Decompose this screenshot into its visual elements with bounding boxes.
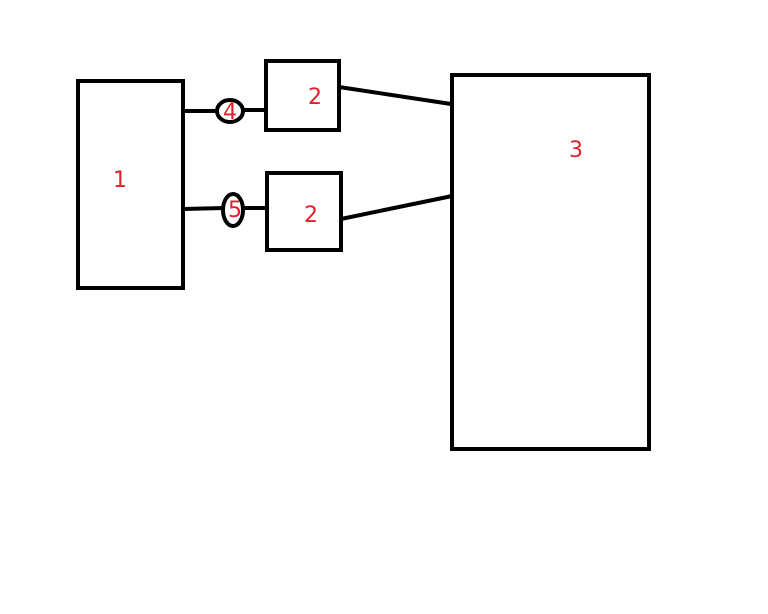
wire-box2-bottom-box3 bbox=[340, 193, 458, 221]
label-box-3: 3 bbox=[569, 138, 583, 163]
ring-5 bbox=[221, 192, 245, 228]
box-1 bbox=[76, 79, 185, 290]
label-box-1: 1 bbox=[113, 168, 127, 193]
label-box-2-bottom: 2 bbox=[304, 203, 318, 228]
box-2-top bbox=[264, 59, 341, 132]
box-3 bbox=[450, 73, 651, 451]
label-ring-4: 4 bbox=[223, 100, 237, 125]
ring-4 bbox=[215, 98, 245, 124]
label-box-2-top: 2 bbox=[308, 85, 322, 110]
wire-box1-ring5 bbox=[182, 206, 225, 211]
box-2-bottom bbox=[265, 171, 343, 252]
label-ring-5: 5 bbox=[228, 198, 242, 223]
wire-box2-top-box3 bbox=[338, 85, 452, 106]
